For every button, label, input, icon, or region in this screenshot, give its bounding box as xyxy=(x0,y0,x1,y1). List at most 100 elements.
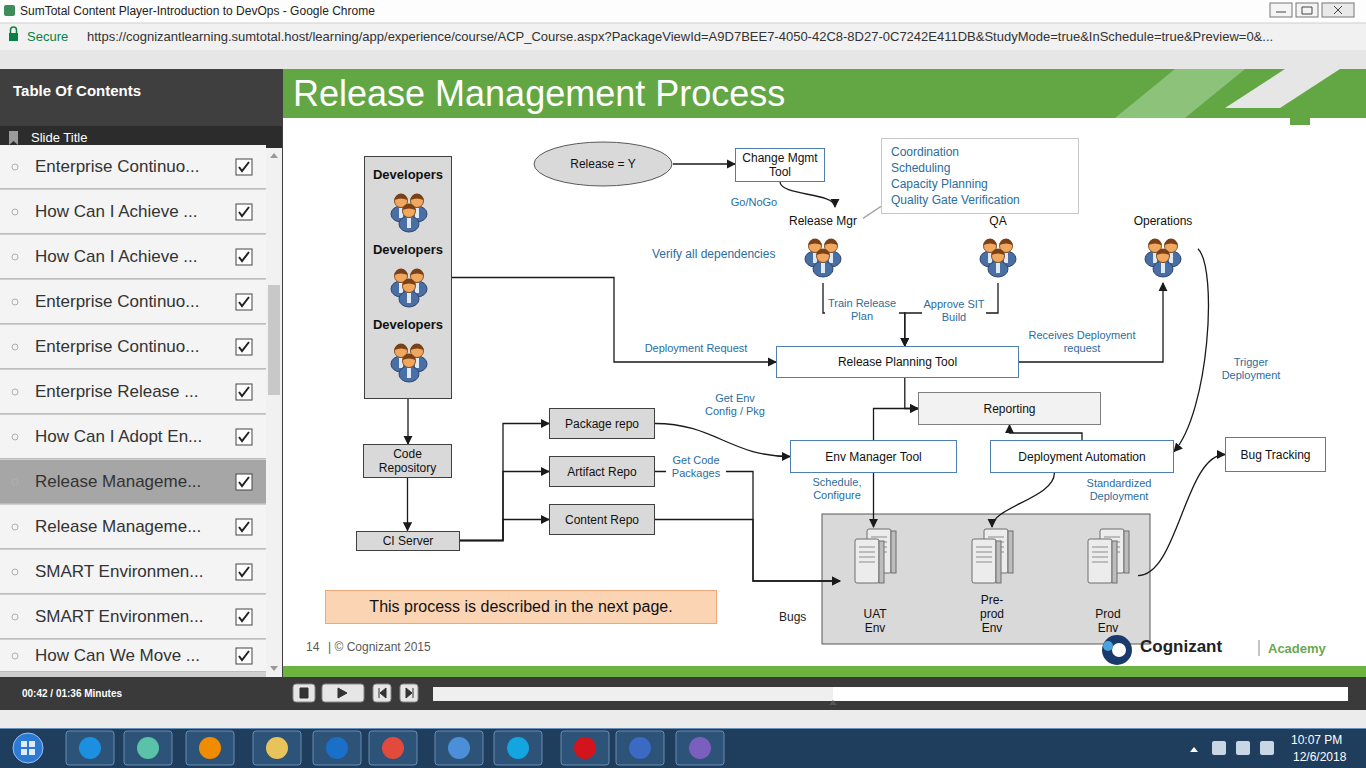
connector xyxy=(655,424,790,457)
node-text-group: UAT Env xyxy=(840,607,910,635)
checkbox-tick xyxy=(239,207,249,216)
scrollbar xyxy=(266,148,282,677)
node-label: Capacity Planning xyxy=(891,176,1069,192)
person-body xyxy=(813,261,833,277)
node-label: Release Manageme... xyxy=(35,475,201,489)
toc-row: Enterprise Continuo... xyxy=(0,325,266,369)
node-text-group: Prod Env xyxy=(1078,607,1138,635)
toc-checkbox xyxy=(235,647,253,665)
node-label: SMART Environmen... xyxy=(35,610,204,624)
taskbar-button xyxy=(616,731,664,765)
person-hair xyxy=(403,354,416,361)
people-icon xyxy=(386,262,432,308)
connector xyxy=(1174,249,1208,452)
logo-mark xyxy=(1102,635,1132,665)
footer-band xyxy=(283,666,1366,677)
node-label: Pre-prod Env xyxy=(980,593,1004,635)
text-label: 00:42 / 01:36 Minutes xyxy=(22,688,122,700)
server-slot xyxy=(988,537,1004,538)
repo-box: Code Repository xyxy=(363,444,452,478)
connector xyxy=(655,520,840,582)
connector xyxy=(905,378,918,409)
start-ellipse: Release = Y xyxy=(533,141,673,187)
node-text-group: CoordinationSchedulingCapacity PlanningQ… xyxy=(891,144,1069,208)
node-label: This process is described in the next pa… xyxy=(369,598,672,616)
taskbar-button xyxy=(124,731,172,765)
taskbar-icon xyxy=(266,737,288,759)
node-label: How Can I Achieve ... xyxy=(35,250,198,264)
node-label: Developers xyxy=(365,242,451,257)
checkbox-frame xyxy=(236,564,252,580)
node-label: Content Repo xyxy=(565,513,639,527)
server-slot xyxy=(859,557,875,558)
checkbox-frame xyxy=(236,249,252,265)
toc-row: Enterprise Continuo... xyxy=(0,280,266,324)
toc-row: How Can I Achieve ... xyxy=(0,235,266,279)
edge-label: Standardized Deployment xyxy=(1078,477,1160,503)
band-decor xyxy=(1225,69,1340,108)
server-env: UAT Env xyxy=(840,527,910,635)
node-label: How Can We Move ... xyxy=(35,649,200,663)
people-icon xyxy=(386,187,432,233)
app-icon xyxy=(4,5,15,16)
text-label: Verify all dependencies xyxy=(652,247,775,261)
person-hair xyxy=(411,194,424,201)
node-label: Coordination xyxy=(891,144,1069,160)
connector xyxy=(407,399,408,444)
node-label: Scheduling xyxy=(891,160,1069,176)
node-text-group: Env Manager Tool xyxy=(825,450,922,464)
player-glyphs xyxy=(300,688,413,698)
text-label: Secure xyxy=(27,29,68,45)
toc-bullet xyxy=(12,254,18,260)
toc-row: SMART Environmen... xyxy=(0,550,266,594)
server-slot xyxy=(1104,537,1120,538)
text-label: Cognizant xyxy=(1140,637,1222,657)
node-text-group: Package repo xyxy=(565,417,639,431)
checkbox-tick xyxy=(239,252,249,261)
developer-group: DevelopersDevelopersDevelopers xyxy=(364,156,452,399)
person-hair xyxy=(411,344,424,351)
toolbar-strip xyxy=(0,50,1366,69)
server-slot xyxy=(1092,557,1108,558)
person-hair xyxy=(809,239,822,246)
node-label: Deployment Automation xyxy=(1018,450,1145,464)
role-actor: QA xyxy=(968,207,1028,283)
checkbox-tick xyxy=(239,432,249,441)
server-slot xyxy=(859,552,875,553)
server-slot xyxy=(871,537,887,538)
role-actor: Release Mgr xyxy=(783,207,863,283)
bookmark-icon xyxy=(9,131,18,145)
edge-label: Schedule, Configure xyxy=(806,476,868,502)
edge-label: Deployment Request xyxy=(636,342,756,355)
toc-bullet xyxy=(10,477,20,487)
people-icon xyxy=(800,232,846,278)
taskbar-button xyxy=(494,731,542,765)
checkbox-tick xyxy=(239,297,249,306)
node-label: Quality Gate Verification xyxy=(891,192,1069,208)
node-text-group: How Can We Move ... xyxy=(35,649,200,663)
connector xyxy=(460,472,549,541)
environment-box xyxy=(822,514,1150,644)
tool-box: Deployment Automation xyxy=(990,440,1174,473)
server-slot xyxy=(1092,562,1108,563)
person-body xyxy=(988,261,1008,277)
taskbar-button xyxy=(253,731,301,765)
node-text-group: How Can I Achieve ... xyxy=(35,250,198,264)
toc-checkbox xyxy=(235,383,253,401)
person-hair xyxy=(817,249,830,256)
progress-played xyxy=(433,687,833,701)
server-icon xyxy=(962,527,1022,589)
person-hair xyxy=(395,194,408,201)
server-side xyxy=(996,541,1001,583)
person-head xyxy=(403,355,416,368)
node-text-group: Reporting xyxy=(983,402,1035,416)
toc-checkbox xyxy=(235,158,253,176)
person-hair xyxy=(1157,249,1170,256)
taskbar-icon xyxy=(629,737,651,759)
edge-label: Go/NoGo xyxy=(724,196,784,209)
checkbox-tick xyxy=(239,162,249,171)
node-label: Env Manager Tool xyxy=(825,450,922,464)
tool-box: Change Mgmt Tool xyxy=(735,148,825,182)
connector xyxy=(823,283,905,346)
person-shirt xyxy=(407,368,411,378)
